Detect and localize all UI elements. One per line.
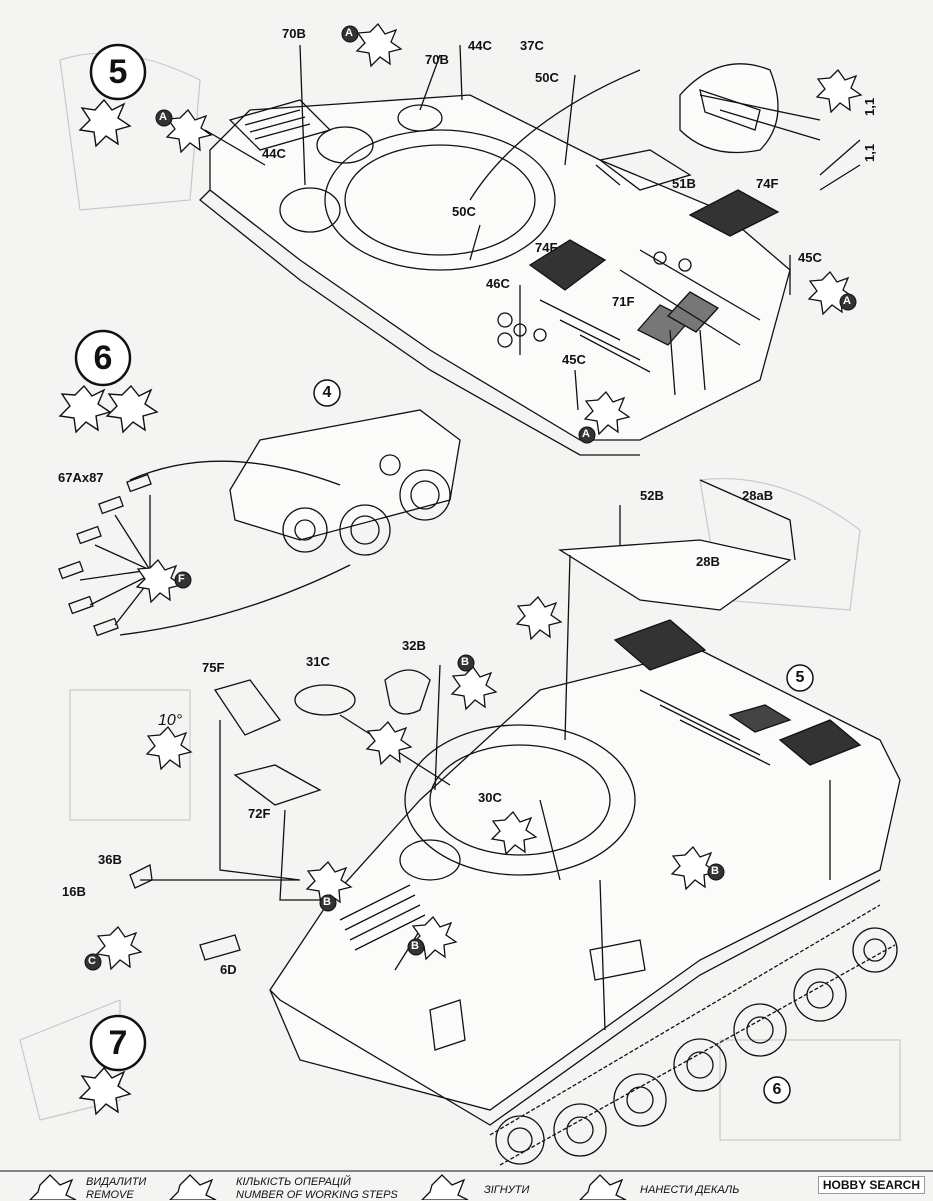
part-label: 74F	[535, 240, 558, 255]
callout-letter: A	[159, 111, 167, 123]
step6-badge	[58, 329, 159, 434]
part-label: 45C	[798, 250, 822, 265]
part-label: 71F	[612, 294, 635, 309]
dimension-label: 1,1	[862, 97, 877, 116]
callout-letter: C	[88, 955, 96, 967]
part-label: 45C	[562, 352, 586, 367]
part-label: 28aB	[742, 488, 774, 503]
part-label: 46C	[486, 276, 510, 291]
part-label: 70B	[282, 26, 306, 41]
step7-badge	[78, 1014, 147, 1116]
subassembly-ref-5: 5	[795, 669, 805, 686]
callout-letter: B	[461, 656, 469, 668]
legend-ops-en: NUMBER OF WORKING STEPS	[236, 1189, 398, 1201]
step5-badge	[78, 43, 147, 148]
legend-remove-ua: ВИДАЛИТИ	[86, 1176, 147, 1188]
step-number-6: 6	[93, 339, 113, 377]
part-label: 44C	[262, 146, 286, 161]
subassembly-ref-4: 4	[322, 384, 332, 401]
part-label: 51B	[672, 176, 696, 191]
part-label: 37C	[520, 38, 544, 53]
part-label: 52B	[640, 488, 664, 503]
legend-remove-en: REMOVE	[86, 1189, 134, 1201]
callout-letter: B	[323, 896, 331, 908]
part-label: 30C	[478, 790, 502, 805]
part-label: 31C	[306, 654, 330, 669]
callout-letter: B	[711, 865, 719, 877]
glue-icon	[78, 98, 132, 148]
bend-icon	[105, 384, 159, 434]
dimension-label: 1,1	[862, 143, 877, 162]
part-label: 70B	[425, 52, 449, 67]
callout-letter: B	[411, 940, 419, 952]
callout-stars	[95, 22, 863, 971]
part-label: 44C	[468, 38, 492, 53]
part-label: 36B	[98, 852, 122, 867]
legend-bend-ua: ЗІГНУТИ	[484, 1184, 530, 1196]
part-label: 50C	[535, 70, 559, 85]
bend-angle-label: 10°	[158, 712, 183, 729]
part-label: 67Ax87	[58, 470, 104, 485]
glue-icon	[78, 1066, 132, 1116]
legend-ops-ua: КІЛЬКІСТЬ ОПЕРАЦІЙ	[236, 1176, 351, 1188]
legend-decal-ua: НАНЕСТИ ДЕКАЛЬ	[640, 1184, 740, 1196]
watermark: HOBBY SEARCH	[817, 1176, 925, 1194]
part-label: 32B	[402, 638, 426, 653]
footer-icons	[29, 1174, 627, 1200]
step6-drawing	[58, 409, 461, 637]
callout-letter: A	[582, 428, 590, 440]
part-label: 28B	[696, 554, 720, 569]
step5-hull-drawing	[199, 44, 861, 456]
part-label: 75F	[202, 660, 225, 675]
step-number-5: 5	[108, 53, 128, 91]
callout-letter: F	[178, 573, 185, 585]
part-label: 74F	[756, 176, 779, 191]
part-label: 72F	[248, 806, 271, 821]
part-label: 16B	[62, 884, 86, 899]
glue-icon	[58, 384, 112, 434]
callout-letter: A	[843, 295, 851, 307]
part-label: 50C	[452, 204, 476, 219]
step-number-7: 7	[108, 1024, 128, 1062]
step7-hull-drawing	[129, 479, 901, 1166]
part-label: 6D	[220, 962, 237, 977]
callout-letter-circles	[84, 25, 857, 971]
subassembly-ref-6: 6	[772, 1081, 782, 1098]
callout-letter: A	[345, 27, 353, 39]
